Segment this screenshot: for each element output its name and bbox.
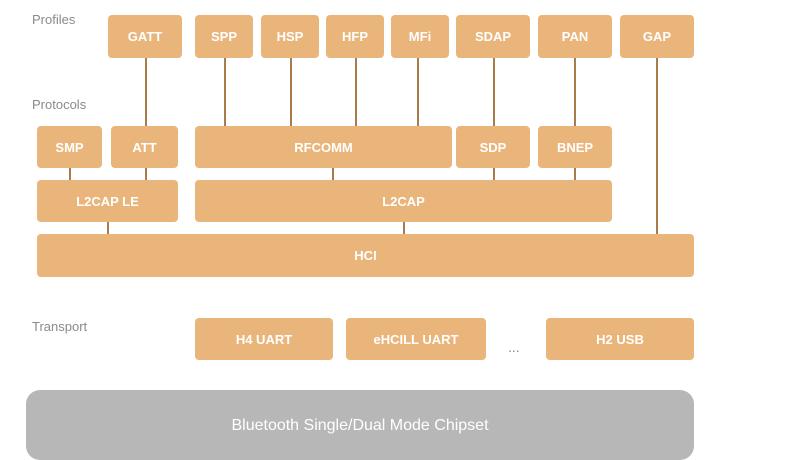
- connector-smp-l2cap-le: [69, 168, 71, 180]
- connector-rfcomm-l2cap: [332, 168, 334, 180]
- profile-gatt: GATT: [108, 15, 182, 58]
- profile-hsp: HSP: [261, 15, 319, 58]
- transport-section-label: Transport: [32, 319, 88, 334]
- protocol-smp: SMP: [37, 126, 102, 168]
- protocol-rfcomm: RFCOMM: [195, 126, 452, 168]
- transport-ellipsis: ...: [508, 339, 520, 355]
- protocol-hci: HCI: [37, 234, 694, 277]
- connector-bnep-l2cap: [574, 168, 576, 180]
- connector-hsp-rfcomm: [290, 58, 292, 126]
- profile-hfp: HFP: [326, 15, 384, 58]
- connector-pan-bnep: [574, 58, 576, 126]
- connector-att-l2cap-le: [145, 168, 147, 180]
- profiles-section-label: Profiles: [32, 12, 76, 27]
- connector-l2cap-hci: [403, 222, 405, 234]
- protocol-sdp: SDP: [456, 126, 530, 168]
- profile-mfi: MFi: [391, 15, 449, 58]
- profile-gap: GAP: [620, 15, 694, 58]
- transport-h2-usb: H2 USB: [546, 318, 694, 360]
- profile-pan: PAN: [538, 15, 612, 58]
- profile-sdap: SDAP: [456, 15, 530, 58]
- protocol-bnep: BNEP: [538, 126, 612, 168]
- chipset-box: Bluetooth Single/Dual Mode Chipset: [26, 390, 694, 460]
- connector-gatt-att: [145, 58, 147, 126]
- connector-sdap-sdp: [493, 58, 495, 126]
- protocol-l2cap: L2CAP: [195, 180, 612, 222]
- transport-ehcill-uart: eHCILL UART: [346, 318, 486, 360]
- protocols-section-label: Protocols: [32, 97, 87, 112]
- transport-h4-uart: H4 UART: [195, 318, 333, 360]
- connector-gap-hci: [656, 58, 658, 234]
- protocol-l2cap-le: L2CAP LE: [37, 180, 178, 222]
- connector-sdp-l2cap: [493, 168, 495, 180]
- connector-spp-rfcomm: [224, 58, 226, 126]
- connector-hfp-rfcomm: [355, 58, 357, 126]
- connector-mfi-rfcomm: [417, 58, 419, 126]
- chipset-label: Bluetooth Single/Dual Mode Chipset: [231, 417, 489, 434]
- protocol-att: ATT: [111, 126, 178, 168]
- profile-spp: SPP: [195, 15, 253, 58]
- connector-l2cap-le-hci: [107, 222, 109, 234]
